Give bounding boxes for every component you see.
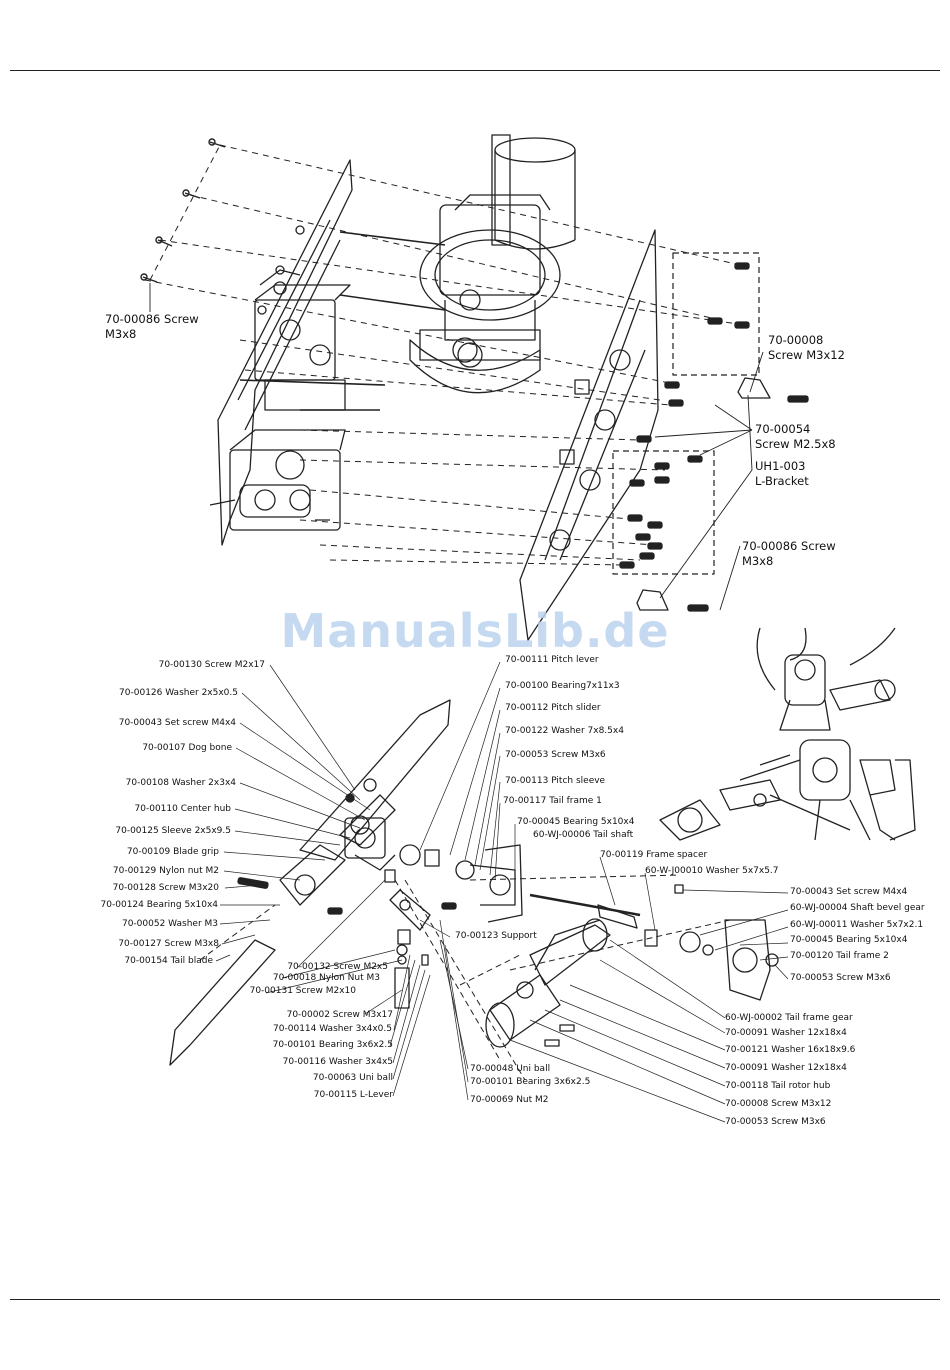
label-tail-center-1: 70-00100 Bearing7x11x3 [505,681,620,691]
motor [491,134,576,250]
label-tail-left-3: 70-00107 Dog bone [142,743,232,753]
label-tail-left-2: 70-00043 Set screw M4x4 [118,718,236,728]
label-text: 70-00054 Screw M2.5x8 [755,422,836,451]
label-tail-right-5: 70-00053 Screw M3x6 [790,973,891,983]
label-tail-left-7: 70-00109 Blade grip [126,847,219,857]
label-tail-right-1: 60-WJ-00004 Shaft bevel gear [790,903,925,913]
label-text: 70-00086 Screw M3x8 [742,539,836,568]
label-tail-bottom-left-1: 70-00018 Nylon Nut M3 [272,973,380,983]
label-tail-left-9: 70-00128 Screw M3x20 [112,883,219,893]
tail-blade-lower [169,939,276,1066]
tail-leader-lines [215,661,789,1123]
label-tail-bottom-right-2: 70-00121 Washer 16x18x9.6 [725,1045,856,1055]
label-tail-bottom-right-0: 60-WJ-00002 Tail frame gear [725,1013,853,1023]
right-side-frame-plate [519,229,659,641]
label-tail-right-3: 70-00045 Bearing 5x10x4 [790,935,908,945]
label-tail-right-4: 70-00120 Tail frame 2 [790,951,889,961]
label-text: 70-00086 Screw M3x8 [105,312,199,341]
label-tail-left-13: 70-00154 Tail blade [124,956,213,966]
label-tail-bottom-center-2: 70-00069 Nut M2 [470,1095,549,1105]
label-screw-m3x8-right: 70-00086 Screw M3x8 [742,539,836,569]
label-tail-bottom-right-1: 70-00091 Washer 12x18x4 [725,1028,847,1038]
label-tail-bottom-left-7: 70-00063 Uni ball [312,1073,393,1083]
label-tail-bottom-left-8: 70-00115 L-Lever [313,1090,393,1100]
label-tail-bottom-center-0: 70-00048 Uni ball [470,1064,551,1074]
frame-rods [239,231,446,411]
tail-shaft-parts [399,844,658,947]
label-tail-left-8: 70-00129 Nylon nut M2 [112,866,219,876]
label-tail-bottom-left-0: 70-00132 Screw M2x5 [287,962,388,972]
l-lever-assembly [384,869,431,1009]
label-l-bracket: UH1-003 L-Bracket [755,459,809,489]
label-tail-support: 70-00123 Support [455,931,537,941]
label-tail-left-5: 70-00110 Center hub [134,804,231,814]
label-tail-center-9: 70-00119 Frame spacer [600,850,708,860]
label-tail-left-0: 70-00130 Screw M2x17 [158,660,265,670]
label-tail-bottom-left-6: 70-00116 Washer 3x4x5 [282,1057,393,1067]
tail-hub-and-gear [485,918,611,1048]
dashed-assembly-lines [144,144,746,566]
label-tail-right-2: 60-WJ-00011 Washer 5x7x2.1 [790,920,924,930]
dashed-callout-box-lower [612,450,715,575]
label-screw-m3x8-left: 70-00086 Screw M3x8 [105,312,199,342]
label-tail-left-10: 70-00124 Bearing 5x10x4 [100,900,218,910]
label-tail-bottom-left-3: 70-00002 Screw M3x17 [286,1010,393,1020]
label-tail-center-0: 70-00111 Pitch lever [505,655,599,665]
label-tail-bottom-right-3: 70-00091 Washer 12x18x4 [725,1063,847,1073]
label-screw-m3x12-top: 70-00008 Screw M3x12 [768,333,845,363]
leader-lines-top [149,283,764,611]
label-tail-center-6: 70-00117 Tail frame 1 [503,796,602,806]
l-brackets [636,377,771,611]
left-side-frame-plate [217,159,353,546]
lower-servo-mount [209,429,346,531]
tail-blade-upper [299,699,451,861]
label-tail-bottom-right-6: 70-00053 Screw M3x6 [725,1117,826,1127]
tail-screws [237,793,457,915]
watermark: ManualsLib.de [280,604,670,658]
label-tail-left-6: 70-00125 Sleeve 2x5x9.5 [115,826,231,836]
tail-gearbox-right [674,884,779,1001]
blade-grips-and-hub [279,778,396,906]
label-tail-left-11: 70-00052 Washer M3 [121,919,218,929]
label-tail-bottom-left-2: 70-00131 Screw M2x10 [249,986,356,996]
label-tail-bottom-center-1: 70-00101 Bearing 3x6x2.5 [470,1077,591,1087]
label-tail-left-1: 70-00126 Washer 2x5x0.5 [119,688,238,698]
label-tail-center-7: 70-00045 Bearing 5x10x4 [517,817,635,827]
screws-right [619,262,809,612]
main-gear-gearbox [419,194,561,363]
label-text: 70-00008 Screw M3x12 [768,333,845,362]
label-text: UH1-003 L-Bracket [755,459,809,488]
label-tail-left-12: 70-00127 Screw M3x8 [118,939,219,949]
label-tail-bottom-right-5: 70-00008 Screw M3x12 [725,1099,832,1109]
label-tail-center-8: 60-WJ-00006 Tail shaft [533,830,634,840]
label-tail-center-5: 70-00113 Pitch sleeve [505,776,606,786]
label-tail-bottom-right-4: 70-00118 Tail rotor hub [725,1081,831,1091]
label-tail-left-4: 70-00108 Washer 2x3x4 [125,778,236,788]
label-tail-center-4: 70-00053 Screw M3x6 [505,750,606,760]
label-tail-bottom-left-5: 70-00101 Bearing 3x6x2.5 [272,1040,393,1050]
label-tail-center-3: 70-00122 Washer 7x8.5x4 [505,726,624,736]
label-tail-bottom-left-4: 70-00114 Washer 3x4x0.5 [273,1024,392,1034]
label-tail-center-10: 60-W-J00010 Washer 5x7x5.7 [645,866,779,876]
page-frame [10,70,940,1300]
dashed-callout-box-upper [672,252,760,376]
label-tail-center-2: 70-00112 Pitch slider [505,703,601,713]
servo-block [254,269,351,411]
bottom-bearing-block [409,329,541,394]
screws-left [140,138,226,283]
label-tail-right-0: 70-00043 Set screw M4x4 [790,887,908,897]
inset-tail-hub-view [659,627,916,841]
label-screw-m25x8: 70-00054 Screw M2.5x8 [755,422,836,452]
